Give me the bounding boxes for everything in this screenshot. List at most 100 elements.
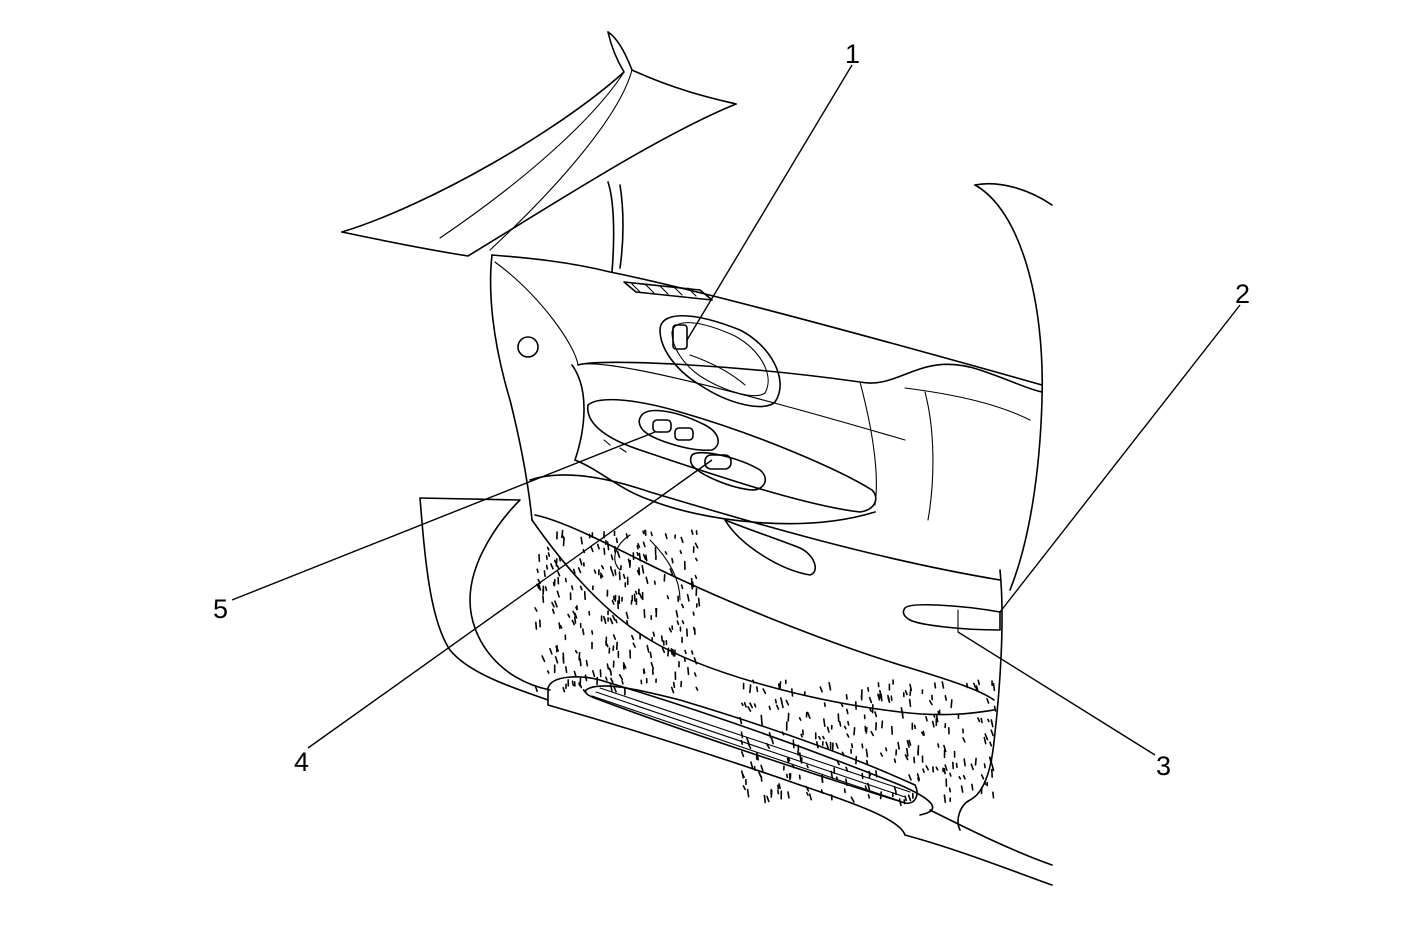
speckle-mark [763,794,767,804]
speckle-mark [599,574,602,579]
speckle-mark [559,624,563,629]
leader-lines [231,64,1241,756]
speckle-mark [697,597,701,607]
speckle-mark [988,756,992,763]
speckle-mark [558,622,561,630]
speckle-mark [664,551,668,555]
speckle-mark [578,651,581,661]
sill-plate [547,676,1053,886]
speckle-mark [790,688,794,697]
speckle-mark [602,615,606,621]
speckle-mark [670,648,673,656]
speckle-mark [680,603,685,609]
speckle-mark [791,764,795,769]
speckle-mark [960,785,964,793]
speckle-mark [606,541,610,551]
speckle-mark [645,554,648,562]
speckle-mark [805,791,809,797]
speckle-mark [572,610,577,617]
speckle-mark [687,666,690,676]
speckle-mark [652,631,656,637]
speckle-mark [671,648,675,657]
speckle-mark [643,608,646,619]
speckle-mark [661,646,666,654]
speckle-mark [621,680,624,685]
speckle-mark [606,663,610,670]
reflector [902,604,1001,633]
speckle-mark [880,693,883,702]
speckle-mark [843,788,846,794]
speckle-mark [943,794,947,804]
speckle-mark [679,549,683,555]
speckle-mark [622,662,627,669]
adjuster-knob [517,336,539,358]
speckle-mark [564,666,568,674]
speckle-mark [823,702,826,708]
speckle-mark [739,716,743,725]
speckle-mark [785,773,789,779]
speckle-mark [820,789,824,794]
speckle-mark [881,720,884,729]
speckle-mark [885,747,888,752]
speckle-mark [591,669,596,678]
speckle-mark [785,699,790,706]
speckle-mark [875,770,878,778]
speckle-mark [777,789,780,795]
speckle-mark [845,766,849,772]
speckle-mark [893,758,897,764]
speckle-mark [690,650,694,655]
speckle-mark [787,712,790,722]
speckle-mark [933,682,937,689]
speckle-mark [579,658,582,667]
speckle-mark [980,774,985,780]
speckle-mark [937,710,940,716]
speckle-mark [908,739,912,746]
speckle-mark [675,609,679,618]
speckle-mark [638,592,643,599]
speckle-mark [669,568,674,576]
speckle-mark [962,737,966,743]
speckle-mark [925,765,930,771]
speckle-mark [668,627,673,633]
speckle-mark [579,585,583,591]
speckle-mark [692,611,695,616]
leader-line-3 [957,631,1156,756]
speckle-mark [977,717,981,723]
speaker-grille [623,281,713,301]
speckle-mark [843,725,847,730]
speckle-mark [676,620,680,626]
speckle-mark [920,731,925,736]
body-rear-edge [974,182,1053,591]
speckle-mark [762,688,767,695]
speckle-mark [641,564,645,574]
speckle-mark [983,780,987,786]
speckle-mark [613,685,617,693]
speckle-mark [544,586,548,592]
speckle-mark [537,583,540,589]
speckle-mark [845,693,848,700]
speckle-mark [554,600,558,608]
speckle-mark [541,655,546,663]
speckle-mark [792,739,795,749]
callout-3: 3 [1156,751,1171,781]
speckle-mark [787,757,791,762]
speckle-mark [917,777,920,782]
speckle-mark [975,685,979,692]
speckle-mark [826,726,830,733]
speckle-mark [582,688,586,693]
speckle-mark [622,573,626,580]
speckle-mark [542,595,545,604]
callout-2: 2 [1235,279,1250,309]
speckle-mark [615,618,618,624]
speckle-mark [599,572,604,578]
speckle-mark [907,794,912,802]
speckle-mark [766,795,770,803]
speckle-mark [955,762,958,769]
speckle-mark [944,764,948,771]
armrest [529,364,1003,743]
speckle-mark [933,713,936,718]
speckle-mark [609,565,613,572]
speckle-mark [845,778,848,787]
speckle-mark [638,567,641,576]
